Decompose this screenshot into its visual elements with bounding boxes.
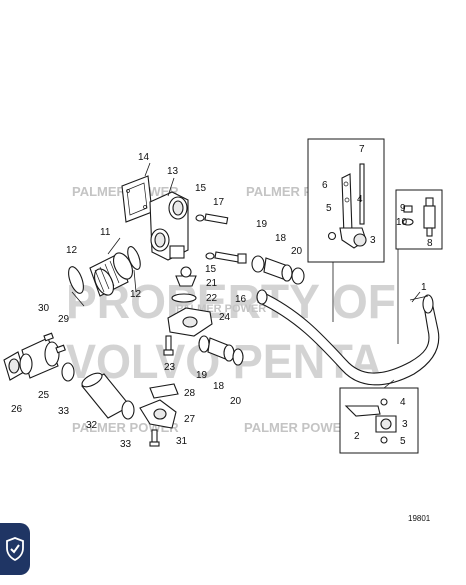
part-25-pipe-fitting xyxy=(19,337,60,379)
callout-3-inset-top: 3 xyxy=(370,235,376,246)
callout-7: 7 xyxy=(359,144,365,155)
figure-reference-number: 19801 xyxy=(408,514,431,523)
callout-22: 22 xyxy=(206,293,218,304)
security-badge[interactable] xyxy=(0,523,30,575)
callout-10: 10 xyxy=(396,217,408,228)
callout-5-inset-top: 5 xyxy=(326,203,332,214)
callout-21: 21 xyxy=(206,278,218,289)
callout-20-lower: 20 xyxy=(230,396,242,407)
part-1-coolant-pipe xyxy=(256,289,440,386)
callout-numbers: 1 2 3 3 4 4 5 5 6 7 8 9 10 11 12 12 13 1… xyxy=(11,144,433,450)
callout-12-right: 12 xyxy=(130,289,142,300)
part-12-o-ring-left xyxy=(68,266,84,294)
callout-23: 23 xyxy=(164,362,176,373)
part-14-gasket xyxy=(121,175,153,223)
shield-check-icon xyxy=(6,537,24,561)
watermark-text-bottom-right: PALMER POWER xyxy=(244,420,351,435)
part-27-elbow xyxy=(139,399,177,429)
part-21-thermostat xyxy=(175,266,197,287)
callout-20-upper: 20 xyxy=(291,246,303,257)
callout-16: 16 xyxy=(235,294,247,305)
part-16-bolt xyxy=(214,251,247,264)
callout-6: 6 xyxy=(322,180,328,191)
part-29-screw-plug xyxy=(43,332,66,354)
part-33-clamp-left xyxy=(61,362,75,382)
inset-bracket-parts xyxy=(327,163,367,249)
part-11-sleeve xyxy=(89,252,134,297)
callout-18-lower: 18 xyxy=(213,381,225,392)
callout-33-left: 33 xyxy=(58,406,70,417)
part-23-bolt xyxy=(163,335,174,356)
part-19-clamp-upper xyxy=(251,255,265,273)
part-15-washer-bottom xyxy=(205,252,215,260)
callout-31: 31 xyxy=(176,436,188,447)
part-19-clamp-lower xyxy=(198,335,210,353)
part-28-gasket xyxy=(149,383,179,399)
part-15-washer-top xyxy=(195,214,205,222)
callout-3-inset-bottom: 3 xyxy=(402,419,408,430)
callout-9: 9 xyxy=(400,203,406,214)
part-13-thermostat-housing xyxy=(149,191,189,261)
part-12-o-ring-right xyxy=(127,246,141,270)
callout-30: 30 xyxy=(38,303,50,314)
inset-box-lower-bracket xyxy=(339,387,419,454)
part-18-hose-lower xyxy=(207,337,235,362)
part-17-bolt xyxy=(204,213,229,225)
callout-2: 2 xyxy=(354,431,360,442)
callout-5-inset-bottom: 5 xyxy=(400,436,406,447)
callout-4-inset-top: 4 xyxy=(357,194,363,205)
callout-4-inset-bottom: 4 xyxy=(400,397,406,408)
callout-26: 26 xyxy=(11,404,23,415)
leader-lines xyxy=(71,162,421,389)
part-24-outlet-flange xyxy=(167,307,213,337)
callout-15-bottom: 15 xyxy=(205,264,217,275)
part-22-seal-ring xyxy=(171,293,197,303)
callout-32: 32 xyxy=(86,420,98,431)
callout-1: 1 xyxy=(421,282,427,293)
inset-lower-bracket-parts xyxy=(344,398,397,444)
callout-24: 24 xyxy=(219,312,231,323)
callout-15-top: 15 xyxy=(195,183,207,194)
part-33-clamp-right xyxy=(121,400,135,420)
callout-13: 13 xyxy=(167,166,179,177)
callout-17: 17 xyxy=(213,197,225,208)
part-20-clamp-upper xyxy=(291,267,305,285)
callout-27: 27 xyxy=(184,414,196,425)
callout-19-upper: 19 xyxy=(256,219,268,230)
part-31-bolt xyxy=(149,429,160,447)
part-20-clamp-lower xyxy=(232,348,244,366)
callout-33-right: 33 xyxy=(120,439,132,450)
callout-29: 29 xyxy=(58,314,70,325)
callout-18-upper: 18 xyxy=(275,233,287,244)
callout-19-lower: 19 xyxy=(196,370,208,381)
inset-sensor-parts xyxy=(402,197,436,237)
callout-8: 8 xyxy=(427,238,433,249)
callout-28: 28 xyxy=(184,388,196,399)
callout-25: 25 xyxy=(38,390,50,401)
callout-12-left: 12 xyxy=(66,245,78,256)
callout-11: 11 xyxy=(100,227,111,238)
callout-14: 14 xyxy=(138,152,150,163)
